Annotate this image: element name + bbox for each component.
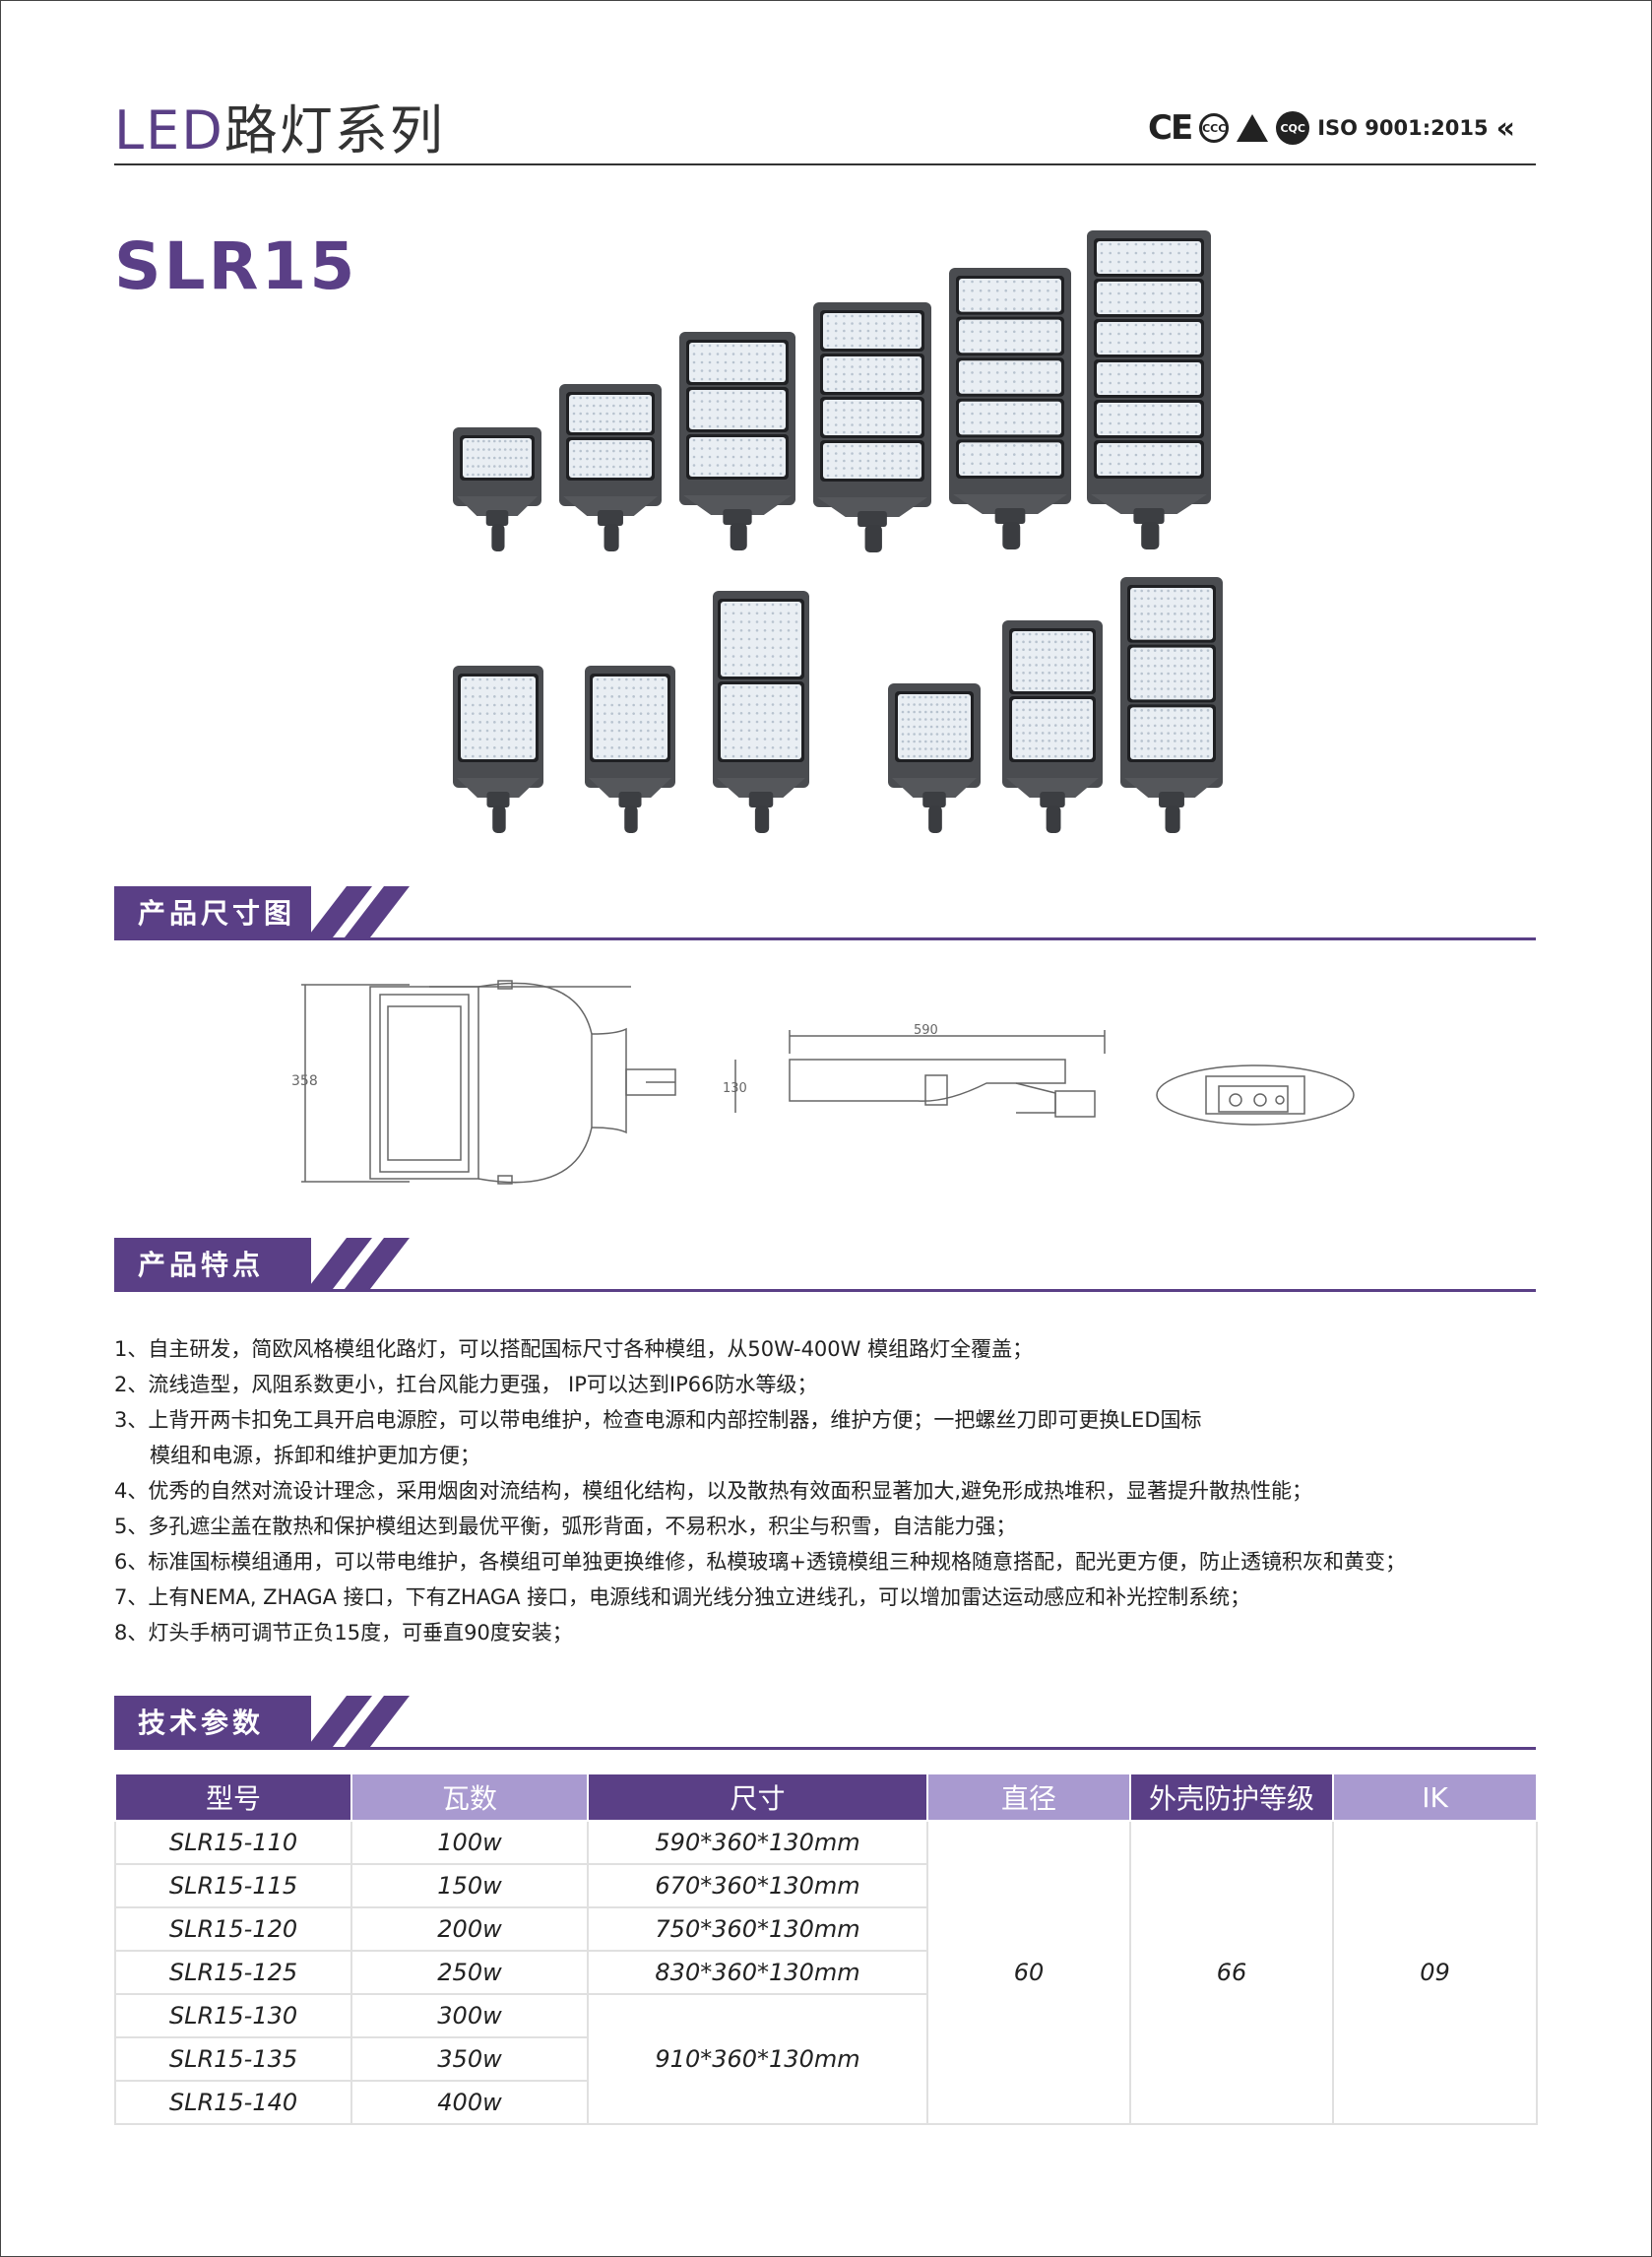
street-lamp-image: [451, 664, 545, 835]
cell-size: 670*360*130mm: [587, 1863, 928, 1908]
cqc-mark: CQC: [1276, 111, 1310, 145]
cell-model: SLR15-125: [114, 1950, 352, 1995]
table-row: SLR15-130 300w 910*360*130mm: [114, 1993, 1537, 2125]
cell-diameter: 60: [926, 1820, 1131, 2125]
table-row: SLR15-115 150w 670*360*130mm: [114, 1863, 1537, 1908]
page-title: LED路灯系列: [114, 87, 445, 164]
spec-table: 型号 瓦数 尺寸 直径 外壳防护等级 IK SLR15-110 100w 590…: [114, 1773, 1538, 2125]
col-header-watt: 瓦数: [350, 1773, 589, 1822]
col-header-diameter: 直径: [926, 1773, 1131, 1822]
dim-label-length: 590: [914, 1024, 938, 1038]
cell-watt: 350w: [350, 2036, 589, 2082]
ccc-mark: CCC: [1199, 113, 1230, 143]
street-lamp-image: [583, 664, 677, 835]
certification-logos: CE CCC CQC ISO 9001:2015 «: [1148, 108, 1515, 148]
street-lamp-image: [947, 266, 1073, 551]
street-lamp-image: [711, 589, 811, 835]
cell-model: SLR15-115: [114, 1863, 352, 1908]
section-header-specs: 技术参数: [114, 1696, 1536, 1751]
table-row: SLR15-120 200w 750*360*130mm: [114, 1906, 1537, 1952]
cell-watt: 400w: [350, 2080, 589, 2125]
section-header-features: 产品特点: [114, 1238, 1536, 1293]
cell-watt: 150w: [350, 1863, 589, 1908]
col-header-ik: IK: [1332, 1773, 1538, 1822]
header-divider: [114, 163, 1536, 165]
feature-item: 7、上有NEMA, ZHAGA 接口，下有ZHAGA 接口，电源线和调光线分独立…: [114, 1585, 1251, 1609]
section-slash-icon: [307, 1696, 410, 1747]
col-header-model: 型号: [114, 1773, 352, 1822]
table-row: SLR15-110 100w 590*360*130mm 60 66 09: [114, 1820, 1538, 2125]
section-underline: [114, 1289, 1536, 1292]
cell-size: 750*360*130mm: [587, 1906, 928, 1952]
section-title: 产品尺寸图: [114, 886, 311, 937]
feature-item: 6、标准国标模组通用，可以带电维护，各模组可单独更换维修，私模玻璃+透镜模组三种…: [114, 1550, 1406, 1574]
model-title: SLR15: [114, 228, 358, 304]
table-header-row: 型号 瓦数 尺寸 直径 外壳防护等级 IK: [114, 1773, 1538, 1822]
feature-item: 5、多孔遮尘盖在散热和保护模组达到最优平衡，弧形背面，不易积水，积尘与积雪，自洁…: [114, 1515, 1017, 1538]
feature-list: 1、自主研发，简欧风格模组化路灯，可以搭配国标尺寸各种模组，从50W-400W …: [114, 1331, 1552, 1650]
street-lamp-image: [811, 300, 933, 554]
feature-item: 模组和电源，拆卸和维护更加方便；: [150, 1444, 480, 1467]
dim-label-height: 358: [291, 1073, 318, 1089]
ce-mark: CE: [1148, 108, 1193, 148]
street-lamp-image: [1085, 228, 1213, 551]
cell-watt: 100w: [350, 1820, 589, 1865]
warning-triangle-icon: [1237, 114, 1269, 142]
col-header-size: 尺寸: [587, 1773, 928, 1822]
table-row: SLR15-140 400w: [114, 2080, 1537, 2125]
feature-item: 4、优秀的自然对流设计理念，采用烟囱对流结构，模组化结构，以及散热有效面积显著加…: [114, 1479, 1313, 1503]
street-lamp-image: [451, 425, 543, 553]
table-row: SLR15-135 350w: [114, 2036, 1537, 2082]
cell-watt: 300w: [350, 1993, 589, 2038]
section-underline: [114, 1747, 1536, 1750]
feature-item: 1、自主研发，简欧风格模组化路灯，可以搭配国标尺寸各种模组，从50W-400W …: [114, 1337, 1034, 1361]
col-header-ip: 外壳防护等级: [1129, 1773, 1334, 1822]
cell-size: 830*360*130mm: [587, 1950, 928, 1995]
cell-size: 910*360*130mm: [587, 1993, 928, 2125]
section-underline: [114, 937, 1536, 940]
cell-ik: 09: [1332, 1820, 1538, 2125]
cell-model: SLR15-140: [114, 2080, 352, 2125]
table-row: SLR15-125 250w 830*360*130mm: [114, 1950, 1537, 1995]
street-lamp-image: [557, 382, 664, 553]
street-lamp-image: [886, 681, 983, 835]
iso-mark: ISO 9001:2015: [1317, 116, 1489, 140]
cell-watt: 200w: [350, 1906, 589, 1952]
street-lamp-image: [1000, 618, 1105, 835]
dim-label-depth: 130: [723, 1081, 747, 1096]
section-title: 技术参数: [114, 1696, 311, 1747]
cell-size: 590*360*130mm: [587, 1820, 928, 1865]
section-title: 产品特点: [114, 1238, 311, 1289]
section-header-dimensions: 产品尺寸图: [114, 886, 1536, 941]
arrow-logo-icon: «: [1495, 110, 1515, 146]
feature-item: 8、灯头手柄可调节正负15度，可垂直90度安装；: [114, 1621, 573, 1644]
cell-model: SLR15-130: [114, 1993, 352, 2038]
cell-ip: 66: [1129, 1820, 1334, 2125]
title-led: LED: [114, 99, 224, 161]
street-lamp-image: [1118, 575, 1225, 835]
title-rest: 路灯系列: [223, 99, 445, 161]
feature-item: 2、流线造型，风阻系数更小，扛台风能力更强， IP可以达到IP66防水等级；: [114, 1373, 818, 1396]
side-view-drawing: 590 130: [723, 1024, 1106, 1118]
section-slash-icon: [307, 1238, 410, 1289]
cell-model: SLR15-120: [114, 1906, 352, 1952]
street-lamp-image: [677, 330, 797, 552]
cell-model: SLR15-110: [114, 1820, 352, 1865]
end-view-drawing: [1156, 1064, 1355, 1126]
cell-model: SLR15-135: [114, 2036, 352, 2082]
cell-watt: 250w: [350, 1950, 589, 1995]
top-view-drawing: 358: [291, 980, 676, 1185]
feature-item: 3、上背开两卡扣免工具开启电源腔，可以带电维护，检查电源和内部控制器，维护方便；…: [114, 1408, 1202, 1432]
section-slash-icon: [307, 886, 410, 937]
